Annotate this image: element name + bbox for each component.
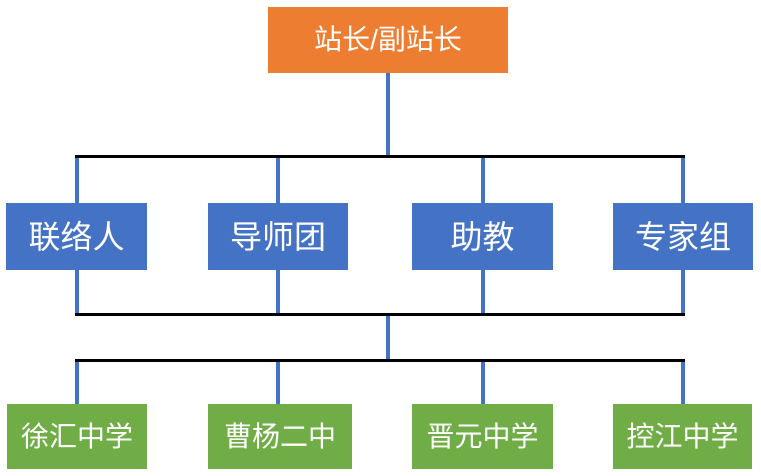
org-node-level2-2: 导师团 — [208, 203, 348, 270]
connector-level2-drop-3 — [481, 156, 485, 204]
connector-level2-down-3 — [481, 270, 485, 315]
org-node-level3-2: 曹杨二中 — [208, 404, 352, 469]
connector-root-drop — [386, 73, 390, 157]
org-node-level2-1: 联络人 — [6, 203, 147, 270]
org-node-root: 站长/副站长 — [268, 7, 508, 73]
connector-level2-drop-4 — [681, 156, 685, 204]
connector-bus-middle — [75, 313, 685, 316]
org-node-level3-4: 控江中学 — [613, 404, 752, 469]
org-node-level2-3: 助教 — [412, 203, 553, 270]
connector-level2-drop-2 — [276, 156, 280, 204]
connector-level2-down-2 — [276, 270, 280, 315]
org-node-level3-1: 徐汇中学 — [7, 404, 147, 469]
connector-level3-drop-3 — [481, 360, 485, 405]
connector-level2-down-4 — [681, 270, 685, 315]
connector-level3-drop-1 — [75, 360, 79, 405]
connector-level2-drop-1 — [75, 156, 79, 204]
org-node-level3-3: 晋元中学 — [412, 404, 553, 469]
connector-bus-bottom — [75, 359, 685, 362]
org-node-level2-4: 专家组 — [613, 203, 753, 270]
connector-level3-drop-4 — [681, 360, 685, 405]
connector-mid-drop — [386, 313, 390, 361]
connector-level3-drop-2 — [276, 360, 280, 405]
connector-bus-top — [75, 155, 685, 158]
connector-level2-down-1 — [75, 270, 79, 315]
